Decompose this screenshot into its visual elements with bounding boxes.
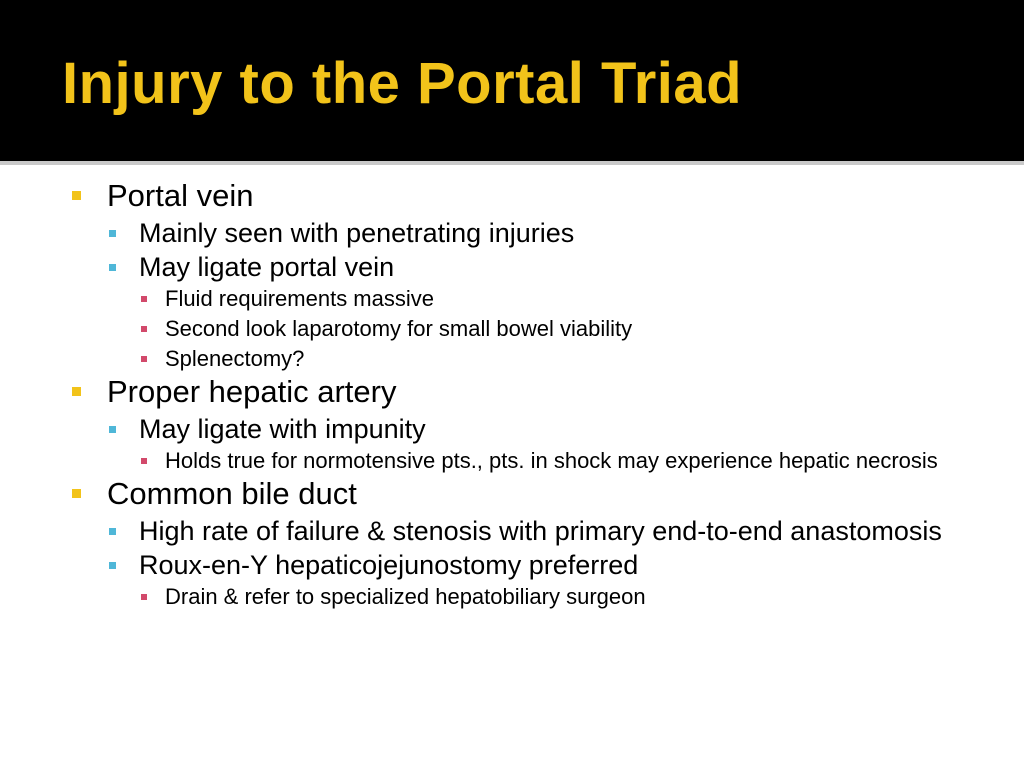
sub-bullet-list: High rate of failure & stenosis with pri… [107, 515, 970, 611]
sub-sub-bullet-text: Second look laparotomy for small bowel v… [165, 316, 633, 341]
title-divider [0, 161, 1024, 165]
bullet-portal-vein: Portal vein Mainly seen with penetrating… [70, 177, 970, 373]
square-bullet-icon [141, 296, 147, 302]
sub-bullet: Mainly seen with penetrating injuries [107, 217, 970, 249]
bullet-proper-hepatic-artery: Proper hepatic artery May ligate with im… [70, 373, 970, 475]
slide-title: Injury to the Portal Triad [62, 51, 743, 116]
square-bullet-icon [72, 191, 81, 200]
sub-sub-bullet-text: Holds true for normotensive pts., pts. i… [165, 448, 938, 473]
square-bullet-icon [109, 230, 116, 237]
sub-bullet-list: May ligate with impunity Holds true for … [107, 413, 970, 475]
bullet-text: Common bile duct [107, 476, 357, 511]
sub-sub-bullet: Holds true for normotensive pts., pts. i… [139, 447, 970, 475]
square-bullet-icon [109, 426, 116, 433]
sub-sub-bullet: Splenectomy? [139, 345, 970, 373]
sub-bullet: May ligate with impunity Holds true for … [107, 413, 970, 475]
slide-body: Portal vein Mainly seen with penetrating… [0, 165, 1024, 768]
sub-sub-bullet-list: Fluid requirements massive Second look l… [139, 285, 970, 373]
square-bullet-icon [72, 387, 81, 396]
sub-bullet: May ligate portal vein Fluid requirement… [107, 251, 970, 373]
square-bullet-icon [141, 326, 147, 332]
sub-bullet-text: High rate of failure & stenosis with pri… [139, 516, 942, 546]
sub-bullet: Roux-en-Y hepaticojejunostomy preferred … [107, 549, 970, 611]
sub-sub-bullet-list: Drain & refer to specialized hepatobilia… [139, 583, 970, 611]
sub-bullet-text: Mainly seen with penetrating injuries [139, 218, 575, 248]
sub-sub-bullet-text: Drain & refer to specialized hepatobilia… [165, 584, 646, 609]
sub-bullet-text: May ligate with impunity [139, 414, 426, 444]
bullet-text: Proper hepatic artery [107, 374, 397, 409]
sub-sub-bullet-text: Splenectomy? [165, 346, 305, 371]
sub-bullet-text: Roux-en-Y hepaticojejunostomy preferred [139, 550, 639, 580]
sub-bullet-list: Mainly seen with penetrating injuries Ma… [107, 217, 970, 373]
sub-sub-bullet: Drain & refer to specialized hepatobilia… [139, 583, 970, 611]
square-bullet-icon [141, 458, 147, 464]
sub-sub-bullet-list: Holds true for normotensive pts., pts. i… [139, 447, 970, 475]
square-bullet-icon [109, 562, 116, 569]
sub-sub-bullet-text: Fluid requirements massive [165, 286, 434, 311]
bullet-list: Portal vein Mainly seen with penetrating… [70, 177, 970, 611]
sub-bullet-text: May ligate portal vein [139, 252, 395, 282]
sub-sub-bullet: Fluid requirements massive [139, 285, 970, 313]
bullet-text: Portal vein [107, 178, 254, 213]
bullet-common-bile-duct: Common bile duct High rate of failure & … [70, 475, 970, 611]
square-bullet-icon [109, 528, 116, 535]
square-bullet-icon [72, 489, 81, 498]
sub-bullet: High rate of failure & stenosis with pri… [107, 515, 970, 547]
title-band: Injury to the Portal Triad [0, 0, 1024, 158]
square-bullet-icon [141, 594, 147, 600]
sub-sub-bullet: Second look laparotomy for small bowel v… [139, 315, 970, 343]
square-bullet-icon [109, 264, 116, 271]
square-bullet-icon [141, 356, 147, 362]
